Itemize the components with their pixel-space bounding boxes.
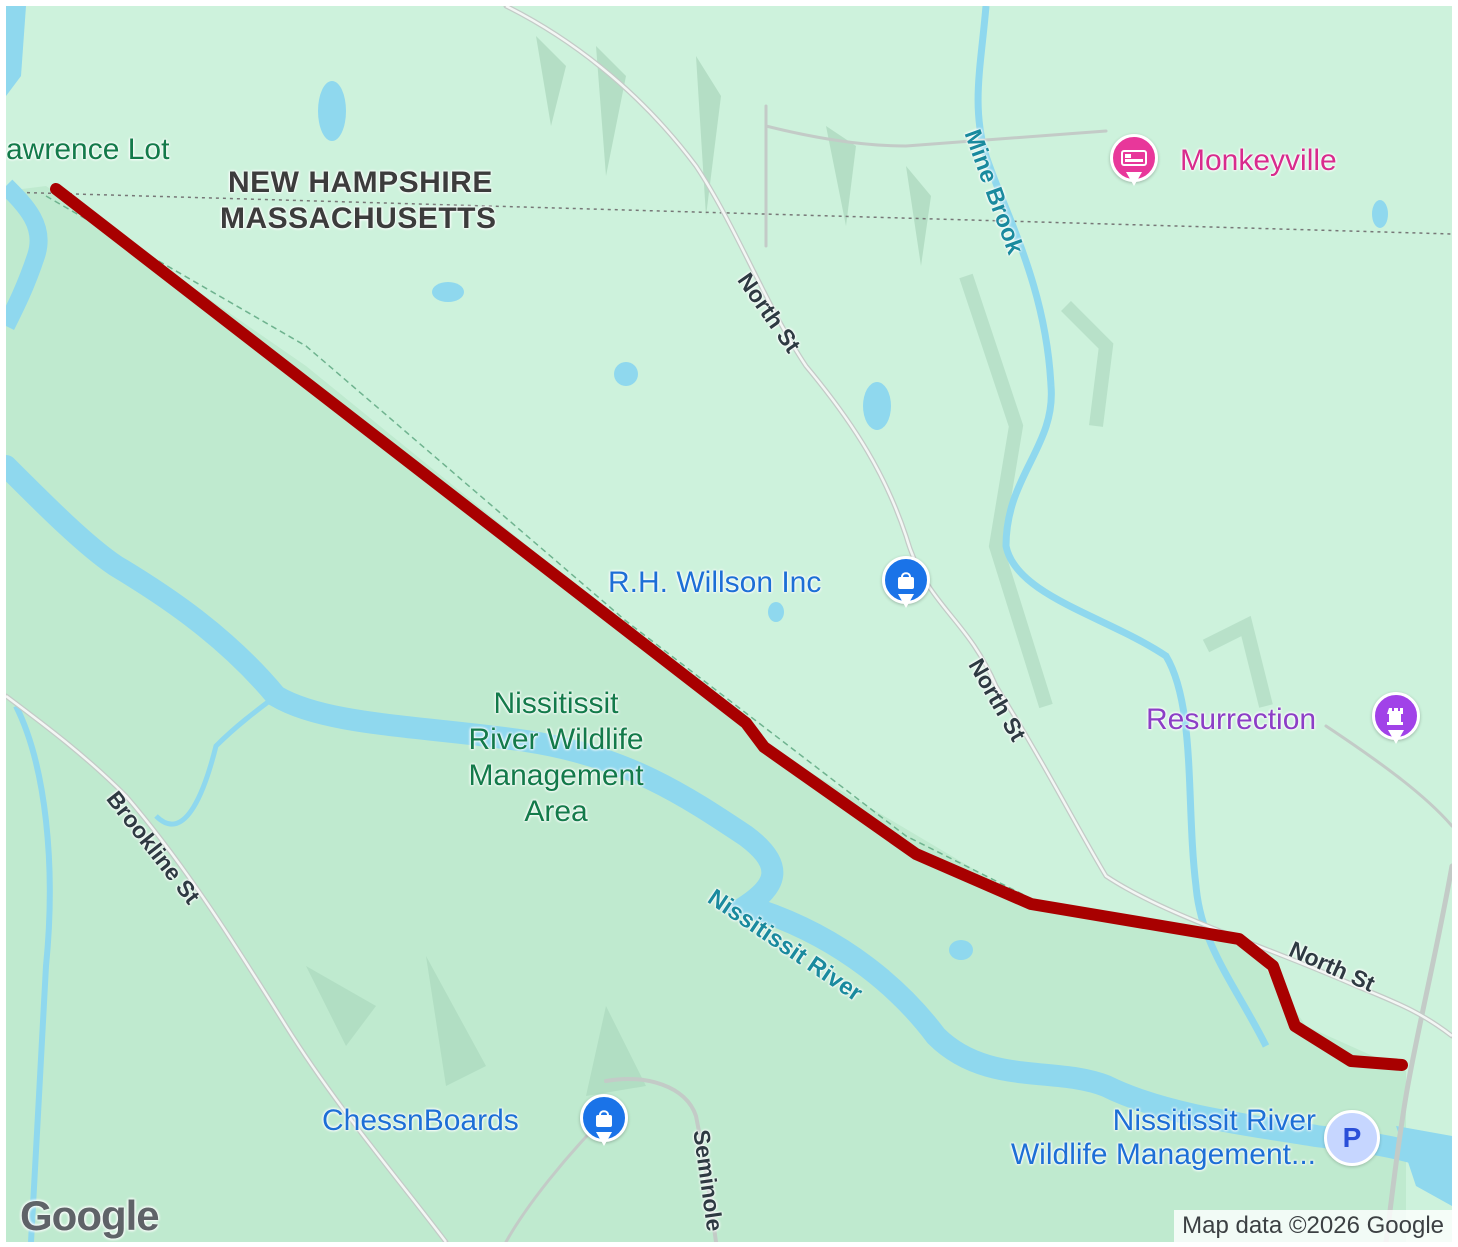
pond-1	[318, 81, 346, 141]
park-label-line-2: River Wildlife	[468, 723, 644, 756]
pond-southeast	[1396, 1126, 1452, 1206]
poi-resurrection-marker[interactable]	[1372, 692, 1420, 746]
pin-tail	[898, 594, 914, 608]
wildlife-area	[6, 186, 1406, 1242]
park-boundary	[45, 195, 1027, 897]
local-road-east	[1324, 724, 1452, 828]
poi-parking-label-line-1: Nissitissit River	[1112, 1104, 1316, 1137]
river-northwest	[6, 179, 48, 331]
state-border	[6, 191, 1452, 235]
park-label-line-1: Nissitissit	[493, 687, 619, 720]
poi-rh-willson-label[interactable]: R.H. Willson Inc	[608, 566, 822, 599]
pond-5	[1372, 200, 1388, 228]
pond-7	[768, 602, 784, 622]
poi-monkeyville-label[interactable]: Monkeyville	[1180, 144, 1337, 177]
pond-4	[863, 382, 891, 430]
state-label-new-hampshire: NEW HAMPSHIRE	[228, 166, 493, 199]
map-attribution[interactable]: Map data ©2026 Google	[1174, 1210, 1452, 1242]
park-label-nissitissit-wma: Nissitissit River Wildlife Management Ar…	[426, 686, 686, 830]
brookline-st-center	[6, 695, 447, 1242]
stream-west	[13, 704, 53, 1242]
stream-brook	[154, 694, 278, 827]
lawrence-lot-label: awrence Lot	[6, 133, 170, 166]
north-st-center	[505, 6, 1452, 1037]
parking-icon[interactable]: P	[1324, 1110, 1380, 1166]
pin-tail	[1126, 172, 1142, 186]
poi-parking-label-line-2: Wildlife Management...	[1010, 1138, 1316, 1171]
pond-6	[949, 940, 973, 960]
local-roads-north	[764, 104, 1108, 248]
state-label-massachusetts: MASSACHUSETTS	[220, 202, 497, 235]
terrain-shading	[536, 36, 931, 266]
poi-resurrection-label[interactable]: Resurrection	[1146, 703, 1317, 736]
poi-rh-willson-marker[interactable]	[882, 556, 930, 610]
poi-monkeyville-marker[interactable]	[1110, 134, 1158, 188]
pond-2	[432, 282, 464, 302]
parking-icon-label: P	[1342, 1122, 1362, 1153]
poi-chessnboards-label[interactable]: ChessnBoards	[322, 1104, 519, 1137]
pond-northwest	[6, 6, 26, 96]
poi-parking-label[interactable]: Nissitissit River Wildlife Management...	[936, 1104, 1316, 1172]
seminole-road	[604, 1077, 718, 1242]
poi-chessnboards-marker[interactable]	[580, 1094, 628, 1148]
map-base	[6, 6, 1452, 1242]
route-line[interactable]	[50, 183, 1408, 1071]
google-logo[interactable]: Google	[20, 1192, 160, 1239]
pin-tail	[1388, 730, 1404, 744]
park-label-line-4: Area	[524, 795, 588, 828]
pin-tail	[596, 1132, 612, 1146]
nissitissit-river	[6, 455, 1452, 1177]
mine-brook	[974, 6, 1270, 1048]
map-canvas[interactable]: awrence Lot NEW HAMPSHIRE MASSACHUSETTS …	[6, 6, 1452, 1242]
terrain-ridges	[959, 273, 1273, 709]
park-label-line-3: Management	[468, 759, 644, 792]
road-east	[1383, 863, 1452, 1242]
pond-3	[614, 362, 638, 386]
